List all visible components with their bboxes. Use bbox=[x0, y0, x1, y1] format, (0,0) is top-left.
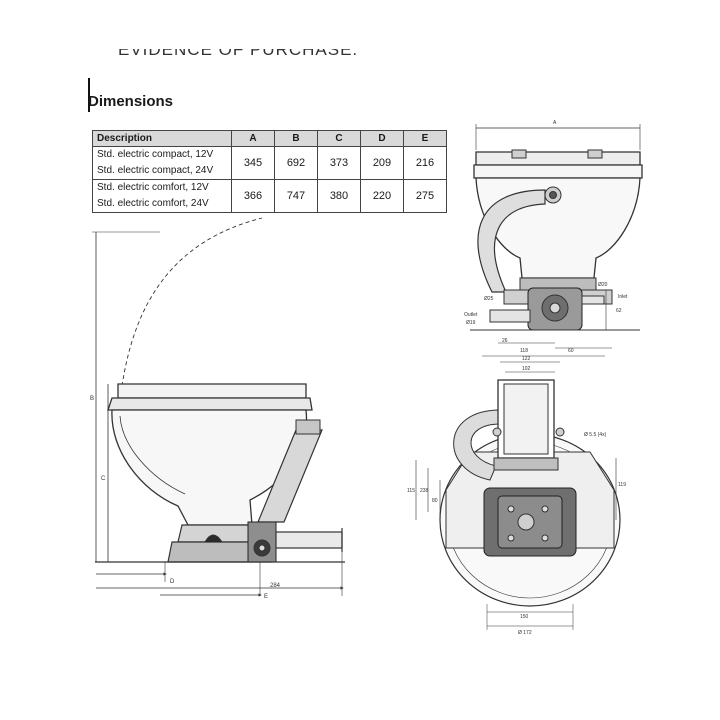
description-line: Std. electric compact, 12V bbox=[97, 149, 214, 160]
top-view-drawing bbox=[415, 361, 621, 630]
cut-off-text: EVIDENCE OF PURCHASE. bbox=[118, 40, 359, 59]
cell-e: 275 bbox=[403, 179, 447, 213]
label-122: 122 bbox=[522, 356, 531, 362]
label-d5: Ø 5.5 (4x) bbox=[584, 432, 607, 438]
cell-c: 373 bbox=[317, 146, 361, 180]
label-119: 119 bbox=[618, 482, 626, 488]
header-e: E bbox=[403, 130, 447, 147]
cell-c: 380 bbox=[317, 179, 361, 213]
dimensions-table: Description A B C D E Std. electric comp… bbox=[92, 130, 447, 213]
label-a: A bbox=[553, 120, 557, 126]
margin-rule bbox=[88, 78, 90, 112]
label-26: 26 bbox=[502, 338, 508, 344]
label-d19: Ø19 bbox=[466, 320, 476, 326]
description-line: Std. electric compact, 24V bbox=[97, 165, 214, 176]
label-d20: Ø20 bbox=[598, 282, 608, 288]
label-c: C bbox=[101, 476, 106, 482]
table-row: Std. electric compact, 12V Std. electric… bbox=[92, 146, 447, 180]
side-view-labels: B C D 284 E bbox=[90, 396, 281, 600]
label-inlet: Inlet bbox=[618, 294, 628, 300]
table-header-row: Description A B C D E bbox=[92, 130, 447, 147]
cell-a: 366 bbox=[231, 179, 275, 213]
description-line: Std. electric comfort, 24V bbox=[97, 198, 209, 209]
front-view-labels: A Ø25 Ø20 Inlet Outlet Ø19 62 26 118 60 bbox=[464, 120, 628, 354]
label-150: 150 bbox=[520, 614, 529, 620]
top-view-labels: 122 102 Ø 5.5 (4x) 115 238 80 119 150 Ø … bbox=[407, 356, 626, 636]
label-60: 60 bbox=[568, 348, 574, 354]
label-d25: Ø25 bbox=[484, 296, 494, 302]
front-view-drawing bbox=[470, 124, 643, 357]
cell-e: 216 bbox=[403, 146, 447, 180]
label-d172: Ø 172 bbox=[518, 630, 532, 636]
label-b: B bbox=[90, 396, 94, 402]
label-284: 284 bbox=[270, 583, 281, 589]
row-description: Std. electric compact, 12V Std. electric… bbox=[92, 146, 232, 180]
label-118: 118 bbox=[520, 348, 528, 354]
label-d: D bbox=[170, 579, 175, 585]
label-115: 115 bbox=[407, 488, 415, 494]
label-outlet: Outlet bbox=[464, 312, 478, 318]
header-b: B bbox=[274, 130, 318, 147]
label-102: 102 bbox=[522, 366, 531, 372]
label-238: 238 bbox=[420, 488, 429, 494]
description-line: Std. electric comfort, 12V bbox=[97, 182, 209, 193]
header-description: Description bbox=[92, 130, 232, 147]
row-description: Std. electric comfort, 12V Std. electric… bbox=[92, 179, 232, 213]
label-80: 80 bbox=[432, 498, 438, 504]
cell-d: 220 bbox=[360, 179, 404, 213]
cell-b: 692 bbox=[274, 146, 318, 180]
label-62: 62 bbox=[616, 308, 622, 314]
section-heading: Dimensions bbox=[88, 93, 174, 110]
cell-b: 747 bbox=[274, 179, 318, 213]
label-e: E bbox=[264, 594, 268, 600]
table-row: Std. electric comfort, 12V Std. electric… bbox=[92, 179, 447, 213]
header-c: C bbox=[317, 130, 361, 147]
side-view-drawing bbox=[92, 217, 345, 597]
